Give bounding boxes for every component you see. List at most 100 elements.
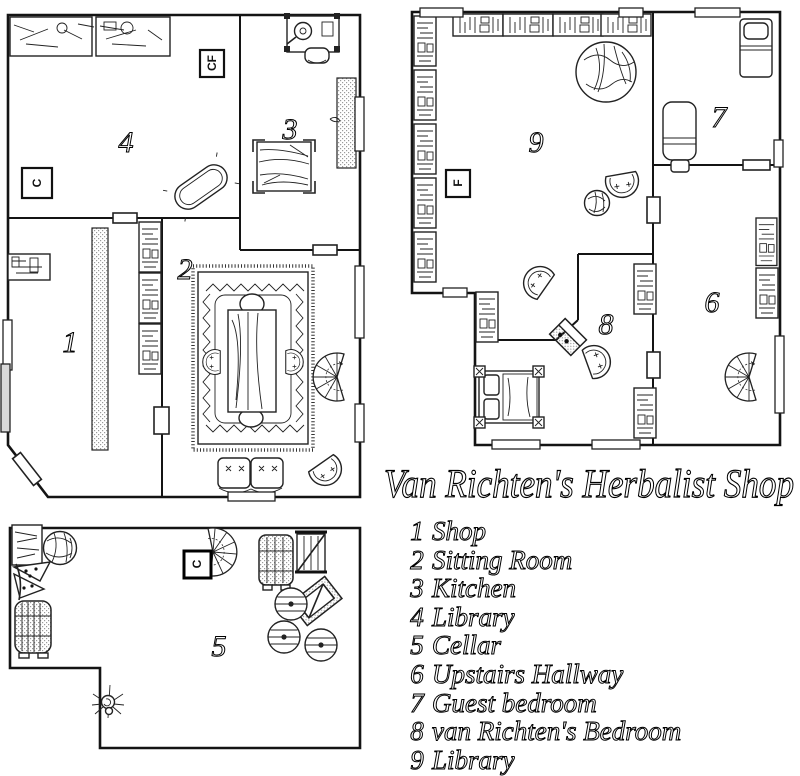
window <box>354 265 365 339</box>
legend-item: 8 van Richten's Bedroom <box>410 716 682 747</box>
legend-label: Guest bedroom <box>432 688 597 718</box>
door <box>112 212 138 224</box>
window <box>354 96 365 152</box>
legend-item: 2 Sitting Room <box>410 545 573 576</box>
barrel-icon <box>274 587 308 621</box>
chimney-marker-box: C <box>182 549 213 580</box>
marker-letter: C <box>30 178 44 187</box>
legend-item: 3 Kitchen <box>409 573 517 604</box>
moth-icon <box>11 561 52 601</box>
rope-coil-icon <box>42 530 78 566</box>
ladle-icon <box>329 116 341 123</box>
kitchen-counter <box>336 77 357 169</box>
bookshelf-icon <box>755 217 778 267</box>
legend-number: 3 <box>409 573 424 603</box>
cellar-plan: C <box>8 524 362 750</box>
room-number-3: 3 <box>282 113 298 146</box>
window <box>0 363 11 433</box>
legend-number: 4 <box>410 602 424 632</box>
marker-letter: CF <box>205 55 219 71</box>
legend-label: van Richten's Bedroom <box>432 716 681 746</box>
window <box>227 491 276 502</box>
legend-number: 7 <box>410 688 425 718</box>
window <box>491 439 541 450</box>
window <box>774 335 785 414</box>
marker-letter: F <box>451 179 465 186</box>
fireplace-marker-box: F <box>444 168 472 199</box>
legend-label: Sitting Room <box>432 545 572 575</box>
room-number-9: 9 <box>529 126 544 159</box>
large-plant-icon <box>575 41 637 103</box>
legend-item: 6 Upstairs Hallway <box>410 659 624 690</box>
wall-shelf-icon <box>7 253 51 281</box>
bookshelf-icon <box>413 177 437 229</box>
legend-number: 6 <box>410 659 424 689</box>
legend-label: Library <box>431 745 515 775</box>
ground-floor-plan: C CF 4 3 <box>0 13 365 502</box>
desk-icon <box>95 16 171 57</box>
bookshelf-icon <box>138 323 162 375</box>
barrel-icon <box>267 620 301 654</box>
legend-item: 4 Library <box>410 602 515 633</box>
legend-item: 1 Shop <box>410 516 487 547</box>
shop-counter <box>91 227 109 451</box>
window <box>591 439 641 450</box>
kitchen-table-icon <box>252 139 316 194</box>
door <box>153 406 170 435</box>
window <box>419 7 464 18</box>
legend-label: Kitchen <box>431 573 516 603</box>
bookshelf-icon <box>413 15 437 67</box>
small-plant-icon <box>583 189 611 217</box>
legend-number: 5 <box>410 630 424 660</box>
legend-number: 1 <box>410 516 424 546</box>
double-bed-icon <box>473 365 545 429</box>
bookshelf-icon <box>138 272 162 324</box>
stove-icon <box>548 317 588 357</box>
legend-number: 9 <box>410 745 424 775</box>
sofa-icon <box>217 457 284 494</box>
door <box>312 244 338 256</box>
legend-item: 7 Guest bedroom <box>410 688 597 719</box>
pot-icon <box>293 21 313 41</box>
room-number-4: 4 <box>119 126 134 159</box>
door <box>646 351 661 379</box>
room-number-1: 1 <box>63 326 78 359</box>
bookshelf-icon <box>413 69 437 121</box>
window <box>442 287 468 298</box>
cage-icon <box>14 600 52 659</box>
oval-table-icon <box>162 152 240 222</box>
room-number-8: 8 <box>599 308 614 341</box>
map-title: Van Richten's Herbalist Shop <box>384 461 794 506</box>
legend-number: 8 <box>410 716 424 746</box>
bookshelf-icon <box>552 13 604 37</box>
window <box>354 403 365 443</box>
room-number-5: 5 <box>212 630 227 663</box>
barrel-icon <box>304 628 338 662</box>
legend-number: 2 <box>410 545 424 575</box>
legend-label: Shop <box>432 516 486 546</box>
door <box>646 196 661 224</box>
front-door <box>11 451 43 487</box>
bookshelf-icon <box>502 13 554 37</box>
legend: 1 Shop 2 Sitting Room 3 Kitchen 4 Librar… <box>409 516 682 776</box>
interior-wall <box>475 12 780 445</box>
bookshelf-icon <box>475 291 499 343</box>
bed-icon <box>662 101 697 173</box>
chimney-fireplace-marker-box: CF <box>198 48 226 79</box>
chair-icon <box>304 47 330 64</box>
desk-icon <box>9 16 95 57</box>
bookshelf-icon <box>633 263 657 315</box>
window <box>773 139 784 168</box>
spider-icon <box>91 684 125 719</box>
legend-item: 9 Library <box>410 745 515 776</box>
room-number-2: 2 <box>178 253 193 286</box>
window <box>2 319 13 371</box>
window <box>694 7 741 18</box>
marker-letter: C <box>190 559 204 568</box>
legend-label: Cellar <box>432 630 501 660</box>
crate-icon <box>295 530 327 574</box>
bookshelf-icon <box>138 221 162 273</box>
door <box>742 159 771 171</box>
room-number-6: 6 <box>705 286 720 319</box>
